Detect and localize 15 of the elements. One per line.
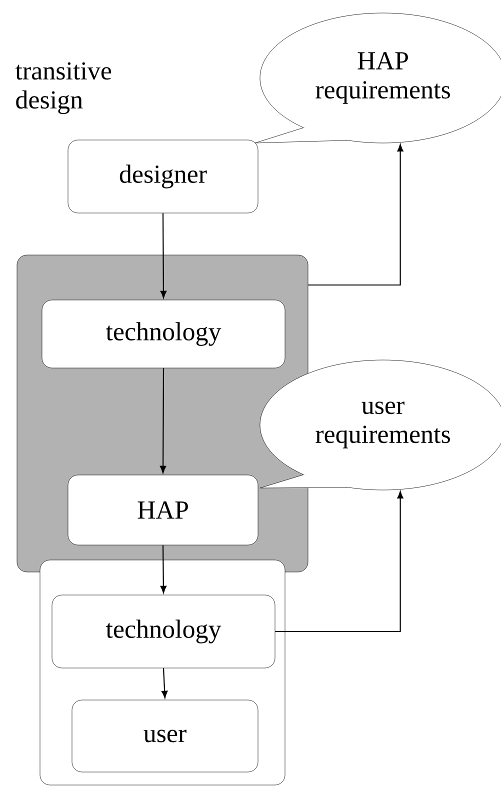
process-box: technology: [42, 300, 286, 368]
speech-bubble: user requirements: [260, 360, 501, 490]
arrow: [160, 213, 167, 298]
arrow: [160, 545, 166, 594]
arrow: [160, 368, 166, 474]
process-box: HAP: [68, 474, 258, 546]
process-box: designer: [68, 140, 258, 214]
caption-text: transitive design: [15, 62, 112, 114]
node-label: user requirements: [316, 402, 450, 448]
arrow: [275, 491, 404, 632]
process-box: technology: [52, 594, 276, 668]
arrow: [162, 668, 168, 698]
speech-bubble: HAP requirements: [254, 12, 501, 144]
arrow: [308, 144, 404, 286]
process-box: user: [72, 700, 258, 772]
